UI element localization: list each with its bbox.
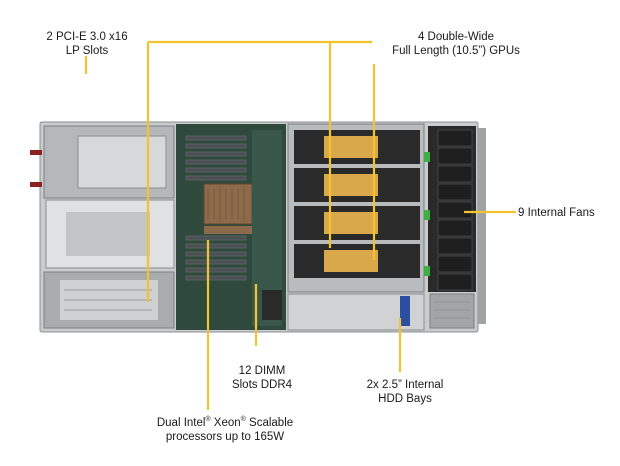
cpu-heatsink-1 — [203, 183, 253, 225]
label-hdd-line2: HDD Bays — [378, 393, 432, 405]
label-gpu-line2: Full Length (10.5”) GPUs — [392, 45, 520, 57]
label-hdd-line1: 2x 2.5” Internal — [366, 379, 444, 391]
label-gpu-line1: 4 Double-Wide — [417, 31, 495, 43]
label-fans: 9 Internal Fans — [518, 206, 614, 220]
label-pcie-line1: 2 PCI-E 3.0 x16 — [46, 31, 128, 43]
label-cpu-xeon: Xeon — [210, 417, 241, 429]
dimm-slots — [185, 135, 247, 281]
label-cpu-brand: Dual Intel — [156, 417, 206, 429]
registered-mark-1: ® — [205, 416, 211, 424]
label-hdd: 2x 2.5” Internal HDD Bays — [350, 378, 460, 406]
label-pcie-line2: LP Slots — [65, 45, 109, 57]
fans — [437, 129, 473, 291]
label-cpu-line2: processors up to 165W — [165, 431, 285, 443]
label-gpu: 4 Double-Wide Full Length (10.5”) GPUs — [366, 30, 546, 58]
callout-lines — [84, 40, 516, 410]
label-dimm-line2: Slots DDR4 — [231, 379, 293, 391]
label-fans-text: 9 Internal Fans — [518, 207, 595, 219]
label-dimm-line1: 12 DIMM — [238, 365, 286, 377]
label-pcie: 2 PCI-E 3.0 x16 LP Slots — [24, 30, 150, 58]
label-dimm: 12 DIMM Slots DDR4 — [222, 364, 302, 392]
label-cpu-scalable: Scalable — [245, 417, 294, 429]
label-cpu-line1: Dual Intel® Xeon® Scalable — [140, 416, 310, 430]
cpu-heatsink-2 — [204, 226, 252, 234]
label-cpu: Dual Intel® Xeon® Scalable processors up… — [140, 416, 310, 444]
gpu-cards — [294, 130, 420, 278]
fan-clips — [424, 152, 430, 276]
registered-mark-2: ® — [240, 416, 246, 424]
